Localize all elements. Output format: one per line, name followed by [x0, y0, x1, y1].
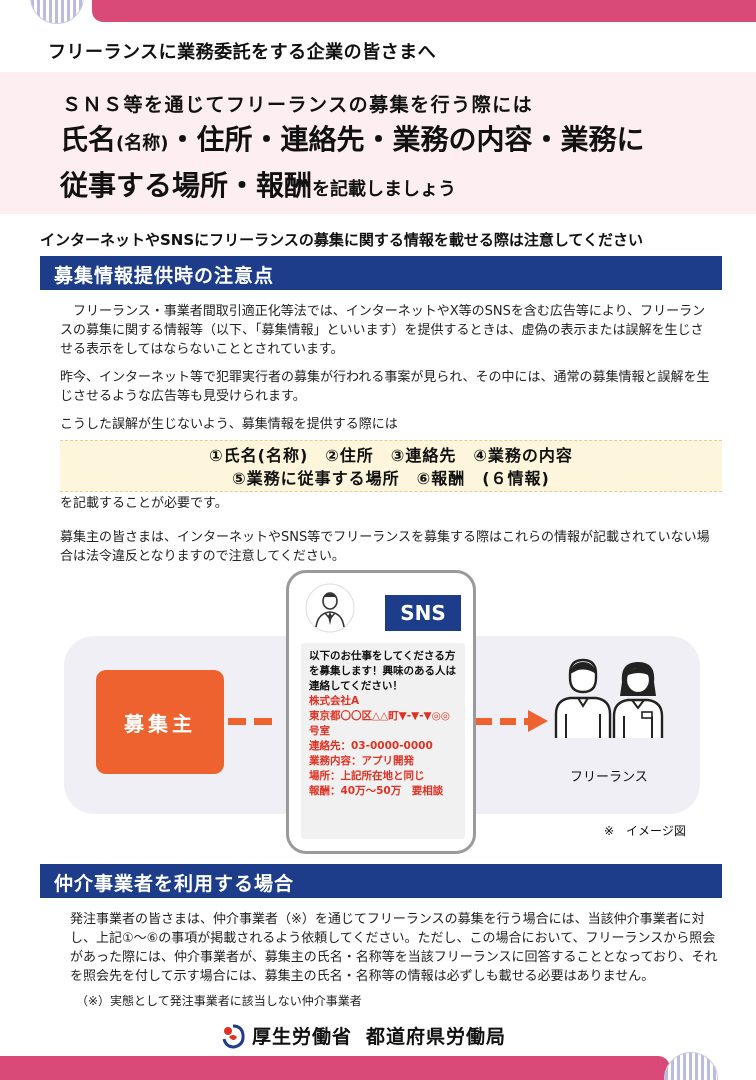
paragraph-lead: こうした誤解が生じないよう、募集情報を提供する際には [60, 417, 398, 432]
six-items-line-2: ⑤業務に従事する場所 ⑥報酬 (６情報) [232, 469, 550, 488]
top-decor-bar [0, 0, 756, 22]
post-place: 場所：上記所在地と同じ [309, 770, 425, 782]
dashed-arrow-left [228, 718, 280, 725]
phone-mockup: SNS 以下のお仕事をしてくださる方を募集します！興味のある人は連絡してください… [286, 570, 476, 854]
headline-line-3: 従事する場所・報酬を記載しましょう [60, 164, 456, 204]
footer: 厚生労働省 都道府県労働局 [220, 1022, 506, 1049]
dashed-arrow-right [476, 718, 530, 725]
headline-suffix: を記載しましょう [312, 179, 457, 200]
section-heading-intermediary: 仲介事業者を利用する場合 [40, 864, 722, 898]
paragraph-required: を記載することが必要です。 [60, 496, 228, 511]
headline-line-2: 氏名(名称)・住所・連絡先・業務の内容・業務に [60, 118, 644, 158]
footnote: （※）実態として発注事業者に該当しない仲介事業者 [76, 994, 362, 1008]
post-company: 株式会社A [309, 695, 360, 707]
headline-name-paren: (名称) [116, 133, 169, 154]
six-items-highlight: ①氏名(名称) ②住所 ③連絡先 ④業務の内容 ⑤業務に従事する場所 ⑥報酬 (… [60, 440, 722, 492]
paragraph-law: フリーランス・事業者間取引適正化等法では、インターネットやX等のSNSを含む広告… [60, 304, 706, 357]
businessman-avatar-icon [305, 583, 355, 633]
mhlw-logo-icon [220, 1023, 246, 1049]
image-note: ※ イメージ図 [604, 824, 686, 838]
striped-circle-decor-bottom [664, 1052, 718, 1080]
warning-line: インターネットやSNSにフリーランスの募集に関する情報を載せる際は注意してくださ… [40, 231, 643, 249]
post-work: 業務内容：アプリ開発 [309, 755, 414, 767]
arrow-head-icon [528, 710, 548, 732]
headline-items-2: 従事する場所・報酬 [60, 169, 313, 202]
post-pay: 報酬：40万～50万 要相談 [309, 785, 444, 797]
paragraph-violation: 募集主の皆さまは、インターネットやSNS等でフリーランスを募集する際はこれらの情… [60, 530, 710, 564]
headline-items: ・住所・連絡先・業務の内容・業務に [168, 123, 645, 156]
freelancers-icon [548, 656, 672, 740]
ministry-name: 厚生労働省 [252, 1026, 353, 1048]
paragraph-intermediary: 発注事業者の皆さまは、仲介事業者（※）を通じてフリーランスの募集を行う場合には、… [70, 912, 718, 984]
audience-line: フリーランスに業務委託をする企業の皆さまへ [48, 42, 437, 63]
section-heading-notes: 募集情報提供時の注意点 [40, 256, 722, 290]
employer-box: 募集主 [96, 670, 224, 774]
headline-line-1: ＳＮＳ等を通じてフリーランスの募集を行う際には [62, 94, 534, 116]
hero-banner: ＳＮＳ等を通じてフリーランスの募集を行う際には 氏名(名称)・住所・連絡先・業務… [0, 72, 756, 214]
post-contact: 連絡先：03-0000-0000 [309, 740, 433, 752]
labour-bureau-name: 都道府県労働局 [366, 1026, 507, 1048]
bottom-pink-band [0, 1056, 670, 1080]
post-intro: 以下のお仕事をしてくださる方を募集します！興味のある人は連絡してください！ [309, 650, 456, 692]
six-items-line-1: ①氏名(名称) ②住所 ③連絡先 ④業務の内容 [209, 446, 573, 465]
headline-name: 氏名 [60, 123, 117, 156]
sns-post: 以下のお仕事をしてくださる方を募集します！興味のある人は連絡してください！ 株式… [301, 643, 465, 839]
freelance-label: フリーランス [570, 770, 648, 785]
post-address: 東京都〇〇区△△町▼-▼-▼◎◎号室 [309, 710, 450, 737]
paragraph-crime: 昨今、インターネット等で犯罪実行者の募集が行われる事案が見られ、その中には、通常… [60, 370, 710, 404]
sns-badge: SNS [385, 595, 461, 631]
top-pink-band [92, 0, 756, 22]
